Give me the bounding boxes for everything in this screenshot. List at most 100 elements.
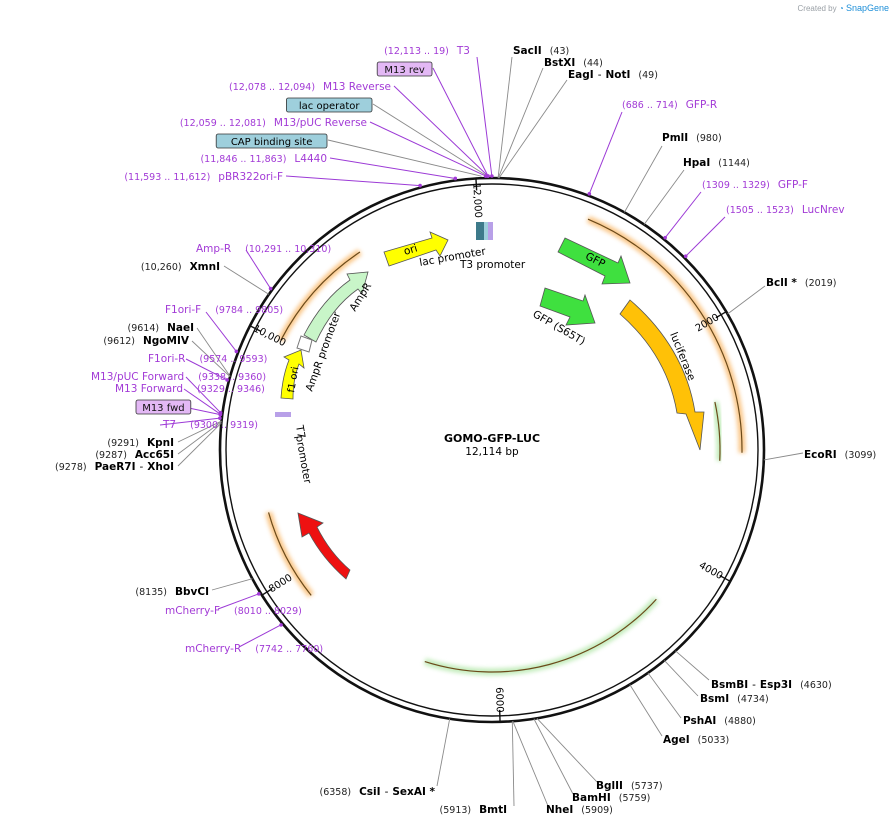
primer-range: (8010 .. 8029) <box>234 606 302 617</box>
primer-site-mark <box>225 378 229 382</box>
restriction-site-paer7i[interactable]: (9278)PaeR7I-XhoI <box>55 461 174 473</box>
gfp-s65t-feature[interactable]: GFP (S65T) <box>531 287 596 348</box>
restriction-site-bmti[interactable]: (5913)BmtI <box>440 804 507 816</box>
primer-gfpf[interactable]: (1309 .. 1329)GFP-F <box>702 179 808 191</box>
primer-pbr322orif[interactable]: (11,593 .. 11,612)pBR322ori-F <box>124 171 283 183</box>
gfp-arrow[interactable] <box>557 237 631 285</box>
restriction-site-acc65i[interactable]: (9287)Acc65I <box>95 449 174 461</box>
restriction-site-bsmi[interactable]: BsmI(4734) <box>700 693 769 705</box>
svg-text:NheI(5909): NheI(5909) <box>546 804 613 816</box>
primer-lucnrev[interactable]: (1505 .. 1523)LucNrev <box>726 204 845 216</box>
mcherry-arrow[interactable] <box>297 512 351 580</box>
primer-mcherryf[interactable]: mCherry-F(8010 .. 8029) <box>165 605 302 617</box>
leader-line <box>185 358 228 381</box>
svg-text:EagI-NotI(49): EagI-NotI(49) <box>568 69 658 81</box>
plasmid-name: GOMO-GFP-LUC <box>444 432 540 445</box>
f1-ori-arrow[interactable] <box>280 349 305 400</box>
primer-f1orif[interactable]: F1ori-F(9784 .. 9805) <box>165 304 283 316</box>
leader-line <box>327 139 482 177</box>
restriction-site-naei[interactable]: (9614)NaeI <box>128 322 195 334</box>
restriction-site-ngomiv[interactable]: (9612)NgoMIV <box>103 335 189 347</box>
primer-range: (12,059 .. 12,081) <box>180 118 266 129</box>
restriction-site-bsmbi[interactable]: BsmBI-Esp3I(4630) <box>711 679 832 691</box>
primer-m13forward[interactable]: M13 Forward (9329 .. 9346) <box>115 383 265 395</box>
restriction-site-eagi[interactable]: EagI-NotI(49) <box>568 69 658 81</box>
restriction-site-kpni[interactable]: (9291)KpnI <box>107 437 174 449</box>
site-name: CsiI <box>359 786 380 798</box>
mcherry-track <box>267 512 312 596</box>
primer-mcherryr[interactable]: mCherry-R(7742 .. 7760) <box>185 643 323 655</box>
primer-t3[interactable]: (12,113 .. 19)T3 <box>384 45 470 57</box>
ampr-feature[interactable]: AmpR <box>303 271 374 343</box>
backbone-inner <box>225 183 759 717</box>
site-name: EagI <box>568 69 594 81</box>
restriction-site-ecori[interactable]: EcoRI(3099) <box>804 449 876 461</box>
primer-name: M13/pUC Forward <box>91 371 184 383</box>
primer-name: LucNrev <box>802 204 845 216</box>
restriction-site-pmli[interactable]: PmlI(980) <box>662 132 722 144</box>
ori-arrow[interactable] <box>383 231 449 267</box>
site-name-2: SexAI * <box>392 786 435 798</box>
restriction-site-agei[interactable]: AgeI(5033) <box>663 734 729 746</box>
misc-feature-capbindingsite[interactable]: CAP binding site <box>215 133 328 149</box>
restriction-site-xmni[interactable]: (10,260)XmnI <box>141 261 220 273</box>
ampr-promoter-arrow[interactable] <box>296 335 313 353</box>
primer-site-mark <box>234 349 239 354</box>
svg-text:T7(9300 .. 9319): T7(9300 .. 9319) <box>162 419 258 431</box>
primer-range: (9338 .. 9360) <box>198 372 266 383</box>
gfp-feature[interactable]: GFP <box>557 237 631 285</box>
svg-text:(9287)Acc65I: (9287)Acc65I <box>95 449 174 461</box>
restriction-site-pshai[interactable]: PshAI(4880) <box>683 715 756 727</box>
primer-m13rev[interactable]: M13 rev <box>376 61 433 77</box>
primer-t7[interactable]: T7(9300 .. 9319) <box>162 419 258 431</box>
restriction-site-nhei[interactable]: NheI(5909) <box>546 804 613 816</box>
primer-ampr[interactable]: Amp-R(10,291 .. 10,310) <box>196 243 331 255</box>
site-position: (9291) <box>107 438 139 449</box>
svg-text:AgeI(5033): AgeI(5033) <box>663 734 729 746</box>
primer-gfpr[interactable]: (686 .. 714)GFP-R <box>622 99 717 111</box>
primer-site-mark <box>418 183 422 188</box>
ori-feature[interactable]: ori <box>383 231 449 267</box>
restriction-site-sacii[interactable]: SacII(43) <box>513 45 569 57</box>
primer-site-mark <box>683 254 688 259</box>
ori-label: ori <box>402 242 419 257</box>
restriction-site-bglii[interactable]: BglII(5737) <box>596 780 663 792</box>
site-name: BsmBI <box>711 679 748 691</box>
luciferase-arrow[interactable] <box>619 299 705 451</box>
credit-brand: SnapGene <box>845 3 889 13</box>
leader-line <box>223 265 270 295</box>
f1-ori-label: f1 ori <box>286 366 301 394</box>
restriction-site-hpai[interactable]: HpaI(1144) <box>683 157 750 169</box>
site-name: HpaI <box>683 157 710 169</box>
gfp-s65t-arrow[interactable] <box>539 287 596 326</box>
primer-range: (9329 .. 9346) <box>197 384 265 395</box>
site-position: (6358) <box>320 787 352 798</box>
ampr-arrow[interactable] <box>303 271 369 343</box>
ruler-tick-label: 4000 <box>697 560 725 582</box>
primer-m13fwd[interactable]: M13 fwd <box>135 399 192 415</box>
restriction-site-bcli[interactable]: BclI *(2019) <box>766 277 836 289</box>
primer-range: (12,113 .. 19) <box>384 46 449 57</box>
primer-name: M13 Forward <box>115 383 183 395</box>
primer-f1orir[interactable]: F1ori-R(9574 .. 9593) <box>148 353 267 365</box>
f1-ori-feature[interactable]: f1 ori <box>280 349 305 400</box>
restriction-site-bamhi[interactable]: BamHI(5759) <box>572 792 650 804</box>
site-name: BbvCI <box>175 586 209 598</box>
primer-m13pucreverse[interactable]: (12,059 .. 12,081)M13/pUC Reverse <box>180 117 367 129</box>
leader-line <box>177 421 222 455</box>
ruler-tick <box>260 588 273 597</box>
misc-feature-lacoperator[interactable]: lac operator <box>285 97 373 113</box>
primer-l4440[interactable]: (11,846 .. 11,863)L4440 <box>200 153 327 165</box>
restriction-site-bstxi[interactable]: BstXI(44) <box>544 57 603 69</box>
svg-text:(1505 .. 1523)LucNrev: (1505 .. 1523)LucNrev <box>726 204 845 216</box>
ruler-tick-label: 12,000 <box>470 183 483 219</box>
leader-line <box>664 660 699 697</box>
leader-line <box>664 191 702 238</box>
leader-line <box>436 718 451 787</box>
restriction-site-csii[interactable]: (6358)CsiI-SexAI * <box>320 786 436 798</box>
svg-text:SacII(43): SacII(43) <box>513 45 569 57</box>
primer-m13pucforward[interactable]: M13/pUC Forward (9338 .. 9360) <box>91 371 266 383</box>
luciferase-feature[interactable]: luciferase <box>619 299 705 451</box>
restriction-site-bbvci[interactable]: (8135)BbvCI <box>135 586 209 598</box>
primer-m13reverse[interactable]: (12,078 .. 12,094)M13 Reverse <box>229 81 391 93</box>
